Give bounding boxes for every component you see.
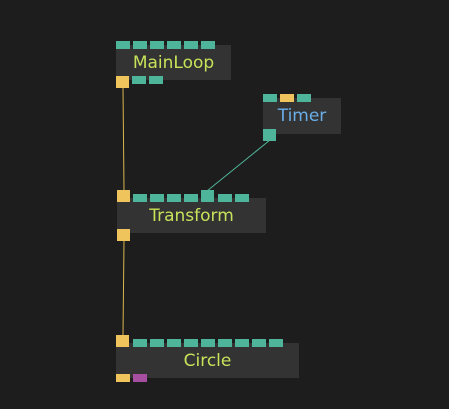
circle-input-pin-2[interactable] [150, 339, 164, 347]
node-circle[interactable]: Circle [116, 343, 299, 378]
node-transform-title: Transform [149, 205, 234, 226]
node-mainloop[interactable]: MainLoop [116, 45, 231, 80]
transform-input-pin-6[interactable] [218, 194, 232, 202]
circle-input-pin-8[interactable] [252, 339, 266, 347]
node-mainloop-title: MainLoop [132, 52, 215, 73]
circle-input-pin-4[interactable] [184, 339, 198, 347]
data-wire-timer-transform [206, 139, 271, 192]
circle-input-pin-6[interactable] [218, 339, 232, 347]
circle-input-pin-9[interactable] [269, 339, 283, 347]
transform-input-pin-1[interactable] [133, 194, 147, 202]
circle-input-pin-3[interactable] [167, 339, 181, 347]
node-timer[interactable]: Timer [263, 98, 341, 134]
transform-input-pin-4[interactable] [184, 194, 198, 202]
circle-exec-input-pin[interactable] [116, 335, 129, 347]
circle-exec-output-pin[interactable] [116, 374, 130, 382]
transform-input-pin-connected[interactable] [201, 190, 214, 202]
timer-input-pin-1[interactable] [263, 94, 277, 102]
exec-wire-mainloop-transform [122, 87, 125, 191]
transform-exec-output-pin[interactable] [117, 229, 130, 241]
circle-input-pin-7[interactable] [235, 339, 249, 347]
mainloop-output-pin-2[interactable] [149, 76, 163, 84]
exec-wire-transform-circle [122, 240, 125, 336]
circle-input-pin-1[interactable] [133, 339, 147, 347]
mainloop-input-pin-3[interactable] [150, 41, 164, 49]
timer-input-pin-2[interactable] [297, 94, 311, 102]
transform-input-pin-7[interactable] [235, 194, 249, 202]
transform-exec-input-pin[interactable] [117, 190, 130, 202]
timer-exec-input-pin[interactable] [280, 94, 294, 102]
mainloop-exec-output-pin[interactable] [116, 76, 129, 88]
node-circle-title: Circle [183, 350, 232, 371]
transform-input-pin-2[interactable] [150, 194, 164, 202]
mainloop-input-pin-4[interactable] [167, 41, 181, 49]
mainloop-output-pin-1[interactable] [132, 76, 146, 84]
mainloop-input-pin-5[interactable] [184, 41, 198, 49]
transform-input-pin-3[interactable] [167, 194, 181, 202]
timer-output-pin[interactable] [263, 129, 276, 141]
node-transform[interactable]: Transform [117, 198, 266, 233]
mainloop-input-pin-2[interactable] [133, 41, 147, 49]
circle-special-output-pin[interactable] [133, 374, 147, 382]
mainloop-input-pin-6[interactable] [201, 41, 215, 49]
mainloop-input-pin-1[interactable] [116, 41, 130, 49]
circle-input-pin-5[interactable] [201, 339, 215, 347]
node-timer-title: Timer [277, 106, 327, 126]
